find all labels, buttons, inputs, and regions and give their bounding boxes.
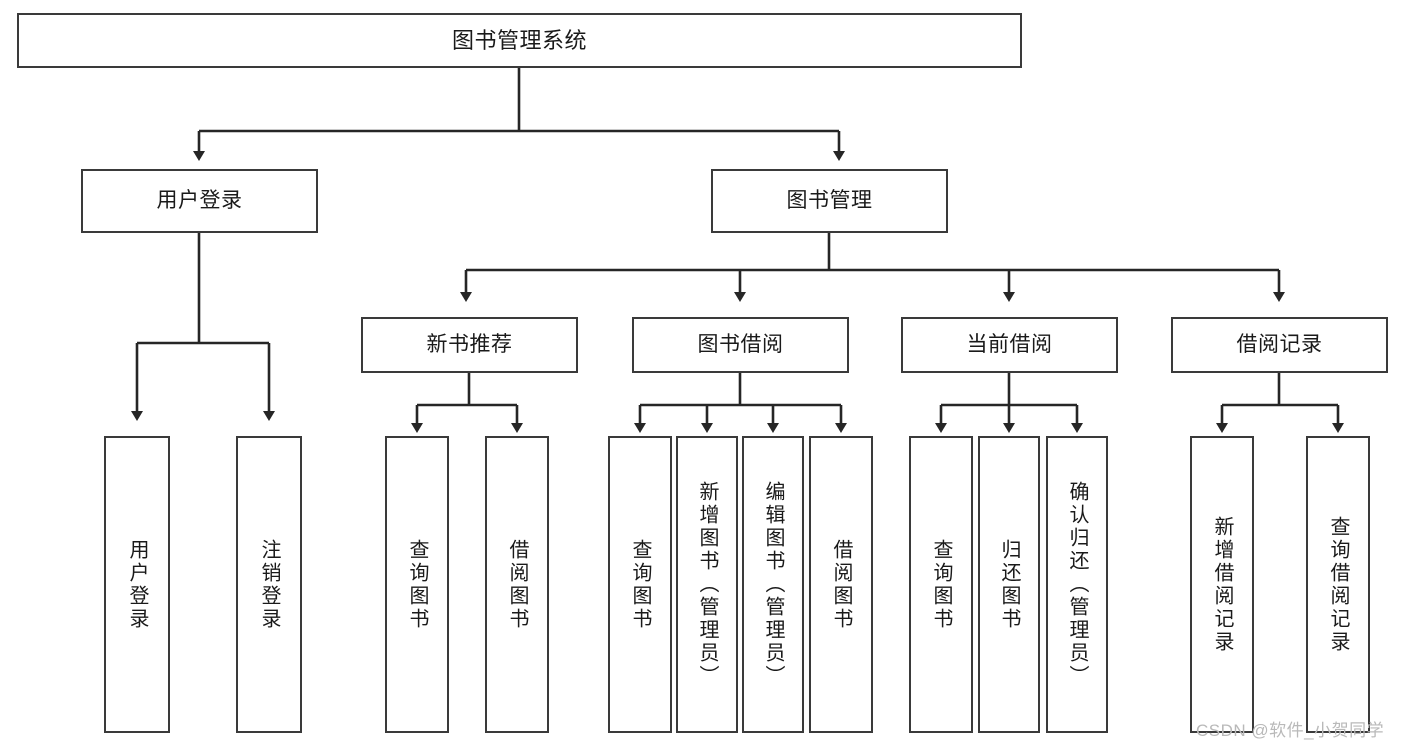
node-root-label: 图书管理系统 xyxy=(451,27,587,53)
node-current-borrow-label: 当前借阅 xyxy=(966,332,1053,356)
node-leaf-add-book[interactable]: 新增图书（管理员） xyxy=(676,436,738,733)
node-leaf-borrow-book-1-label: 借阅图书 xyxy=(506,538,528,631)
node-leaf-query-book-3[interactable]: 查询图书 xyxy=(909,436,973,733)
node-leaf-query-book-1[interactable]: 查询图书 xyxy=(385,436,449,733)
node-user-login-label: 用户登录 xyxy=(156,188,243,212)
node-leaf-add-record-label: 新增借阅记录 xyxy=(1211,515,1233,654)
node-new-book-rec-label: 新书推荐 xyxy=(426,332,513,356)
node-borrow-record-label: 借阅记录 xyxy=(1236,332,1323,356)
node-leaf-borrow-book-2-label: 借阅图书 xyxy=(830,538,852,631)
node-book-manage-label: 图书管理 xyxy=(786,188,873,212)
node-book-borrow-label: 图书借阅 xyxy=(697,332,784,356)
node-current-borrow[interactable]: 当前借阅 xyxy=(901,317,1118,373)
edges-user-login-to-leaves xyxy=(131,233,275,421)
node-new-book-rec[interactable]: 新书推荐 xyxy=(361,317,578,373)
node-book-borrow[interactable]: 图书借阅 xyxy=(632,317,849,373)
edges-new-book-rec-to-leaves xyxy=(411,373,523,433)
node-leaf-return-book-label: 归还图书 xyxy=(998,538,1020,631)
node-leaf-user-login-label: 用户登录 xyxy=(126,538,148,631)
node-leaf-user-login[interactable]: 用户登录 xyxy=(104,436,170,733)
node-leaf-borrow-book-2[interactable]: 借阅图书 xyxy=(809,436,873,733)
node-leaf-query-book-1-label: 查询图书 xyxy=(406,538,428,631)
node-leaf-query-record-label: 查询借阅记录 xyxy=(1327,515,1349,654)
node-leaf-query-book-3-label: 查询图书 xyxy=(930,538,952,631)
node-leaf-query-book-2[interactable]: 查询图书 xyxy=(608,436,672,733)
node-leaf-confirm-return-label: 确认归还（管理员） xyxy=(1066,481,1088,688)
node-leaf-query-book-2-label: 查询图书 xyxy=(629,538,651,631)
node-leaf-logout[interactable]: 注销登录 xyxy=(236,436,302,733)
node-leaf-edit-book-label: 编辑图书（管理员） xyxy=(762,481,784,688)
node-leaf-query-record[interactable]: 查询借阅记录 xyxy=(1306,436,1370,733)
node-book-manage[interactable]: 图书管理 xyxy=(711,169,948,233)
edges-book-manage-to-level3 xyxy=(460,233,1285,302)
node-leaf-logout-label: 注销登录 xyxy=(258,538,280,631)
edges-root-to-level2 xyxy=(193,68,845,161)
node-borrow-record[interactable]: 借阅记录 xyxy=(1171,317,1388,373)
edges-current-borrow-to-leaves xyxy=(935,373,1083,433)
node-leaf-borrow-book-1[interactable]: 借阅图书 xyxy=(485,436,549,733)
node-leaf-return-book[interactable]: 归还图书 xyxy=(978,436,1040,733)
node-user-login[interactable]: 用户登录 xyxy=(81,169,318,233)
node-leaf-edit-book[interactable]: 编辑图书（管理员） xyxy=(742,436,804,733)
edges-borrow-record-to-leaves xyxy=(1216,373,1344,433)
node-leaf-add-record[interactable]: 新增借阅记录 xyxy=(1190,436,1254,733)
node-leaf-add-book-label: 新增图书（管理员） xyxy=(696,481,718,688)
node-root[interactable]: 图书管理系统 xyxy=(17,13,1022,68)
node-leaf-confirm-return[interactable]: 确认归还（管理员） xyxy=(1046,436,1108,733)
edges-book-borrow-to-leaves xyxy=(634,373,847,433)
